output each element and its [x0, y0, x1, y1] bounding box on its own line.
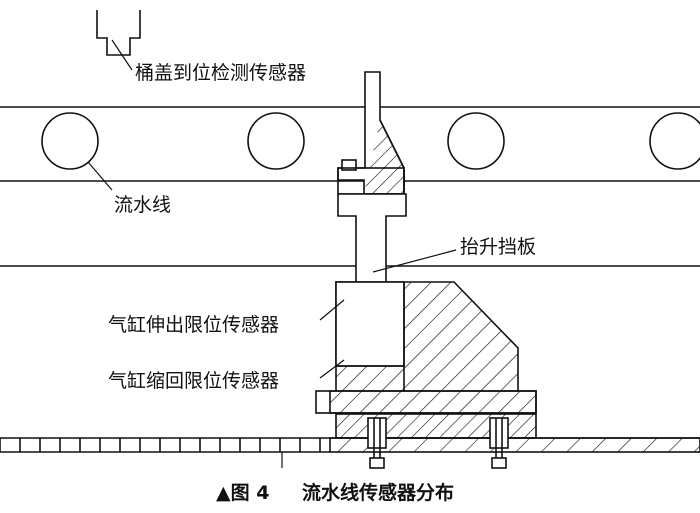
cylinder-base — [315, 281, 537, 414]
cap-sensor-label: 桶盖到位检测传感器 — [135, 62, 307, 84]
cap-sensor-leader — [111, 39, 133, 71]
bottom-rail — [0, 413, 700, 468]
cyl-retract-leader — [319, 359, 345, 379]
cyl-extend-leader — [319, 299, 345, 321]
figure-caption-prefix: ▲图 4 — [216, 482, 270, 504]
cyl-retract-sensor-label: 气缸缩回限位传感器 — [108, 370, 280, 392]
roller-3 — [447, 112, 505, 170]
figure-caption-title: 流水线传感器分布 — [302, 482, 455, 504]
cyl-extend-sensor-label: 气缸伸出限位传感器 — [108, 314, 280, 336]
conveyor-leader — [87, 161, 113, 191]
cap-sensor-icon — [96, 10, 141, 56]
roller-2 — [247, 112, 305, 170]
limit-sensor-left-icon — [367, 417, 387, 469]
lift-baffle-leader — [372, 249, 457, 273]
roller-4 — [649, 112, 700, 170]
roller-1 — [41, 112, 99, 170]
conveyor-label: 流水线 — [114, 194, 172, 216]
lift-baffle-label: 抬升挡板 — [460, 236, 537, 258]
lift-baffle — [337, 71, 407, 317]
limit-sensor-right-icon — [489, 417, 509, 469]
